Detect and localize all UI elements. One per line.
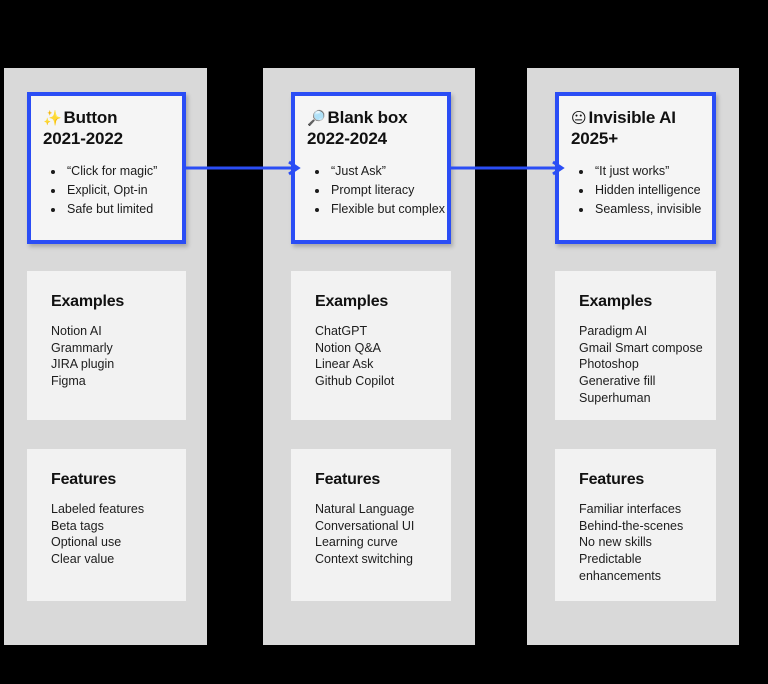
list-item: “Just Ask” xyxy=(329,162,447,181)
list-item: Flexible but complex xyxy=(329,200,447,219)
header-card-button-era[interactable]: ✨Button 2021-2022 “Click for magic” Expl… xyxy=(27,92,186,244)
list-item: Hidden intelligence xyxy=(593,181,712,200)
features-heading: Features xyxy=(51,471,117,488)
neutral-face-emoji: 😐 xyxy=(571,110,587,127)
list-item: Clear value xyxy=(51,551,115,566)
header-card-invisible-ai-era[interactable]: 😐Invisible AI 2025+ “It just works” Hidd… xyxy=(555,92,716,244)
list-item: Explicit, Opt-in xyxy=(65,181,182,200)
list-item: Prompt literacy xyxy=(329,181,447,200)
card-bullet-list: “Just Ask” Prompt literacy Flexible but … xyxy=(295,162,447,219)
column-invisible-ai-era: 😐Invisible AI 2025+ “It just works” Hidd… xyxy=(527,68,739,645)
examples-heading: Examples xyxy=(579,293,653,310)
features-list: Familiar interfaces Behind-the-scenes No… xyxy=(555,489,716,584)
list-item: Notion Q&A xyxy=(315,340,382,355)
list-item: Paradigm AI xyxy=(579,324,648,338)
column-button-era: ✨Button 2021-2022 “Click for magic” Expl… xyxy=(4,68,207,645)
features-card-blank-box-era[interactable]: Features Natural Language Conversational… xyxy=(291,449,451,601)
features-heading: Features xyxy=(315,471,381,488)
list-item: Superhuman xyxy=(579,390,651,405)
card-bullet-list: “It just works” Hidden intelligence Seam… xyxy=(559,162,712,219)
list-item: No new skills xyxy=(579,535,652,550)
examples-card-blank-box-era[interactable]: Examples ChatGPT Notion Q&A Linear Ask G… xyxy=(291,271,451,420)
card-title-invisible-ai-era: 😐Invisible AI 2025+ xyxy=(559,96,712,149)
list-item: Github Copilot xyxy=(315,373,395,388)
card-title-text: Blank box xyxy=(327,108,408,127)
card-years-text: 2021-2022 xyxy=(43,128,123,148)
list-item: Generative fill xyxy=(579,373,656,388)
features-list: Labeled features Beta tags Optional use … xyxy=(27,489,186,568)
list-item: Grammarly xyxy=(51,340,113,355)
examples-card-invisible-ai-era[interactable]: Examples Paradigm AI Gmail Smart compose… xyxy=(555,271,716,420)
card-title-text: Button xyxy=(63,108,118,127)
list-item: Optional use xyxy=(51,535,122,550)
card-title-button-era: ✨Button 2021-2022 xyxy=(31,96,182,149)
list-item: Notion AI xyxy=(51,324,102,338)
list-item: Familiar interfaces xyxy=(579,502,682,516)
list-item: JIRA plugin xyxy=(51,357,115,372)
list-item: Conversational UI xyxy=(315,518,415,533)
examples-heading: Examples xyxy=(315,293,389,310)
features-list: Natural Language Conversational UI Learn… xyxy=(291,489,451,568)
card-title-text: Invisible AI xyxy=(588,108,676,127)
list-item: Context switching xyxy=(315,551,413,566)
sparkles-emoji: ✨ xyxy=(43,110,62,127)
list-item: Natural Language xyxy=(315,502,415,516)
card-years-text: 2022-2024 xyxy=(307,128,387,148)
examples-heading: Examples xyxy=(51,293,125,310)
examples-list: Paradigm AI Gmail Smart compose Photosho… xyxy=(555,311,716,406)
magnifying-glass-emoji: 🔎 xyxy=(307,110,326,127)
examples-list: ChatGPT Notion Q&A Linear Ask Github Cop… xyxy=(291,311,451,390)
list-item: Learning curve xyxy=(315,535,398,550)
list-item: Gmail Smart compose xyxy=(579,340,703,355)
list-item: Behind-the-scenes xyxy=(579,518,684,533)
list-item: Predictable enhancements xyxy=(579,551,662,583)
features-heading: Features xyxy=(579,471,645,488)
list-item: “Click for magic” xyxy=(65,162,182,181)
header-card-blank-box-era[interactable]: 🔎Blank box 2022-2024 “Just Ask” Prompt l… xyxy=(291,92,451,244)
list-item: Linear Ask xyxy=(315,357,374,372)
examples-card-button-era[interactable]: Examples Notion AI Grammarly JIRA plugin… xyxy=(27,271,186,420)
card-years-text: 2025+ xyxy=(571,128,618,148)
column-blank-box-era: 🔎Blank box 2022-2024 “Just Ask” Prompt l… xyxy=(263,68,475,645)
list-item: “It just works” xyxy=(593,162,712,181)
list-item: Safe but limited xyxy=(65,200,182,219)
card-title-blank-box-era: 🔎Blank box 2022-2024 xyxy=(295,96,447,149)
card-bullet-list: “Click for magic” Explicit, Opt-in Safe … xyxy=(31,162,182,219)
features-card-button-era[interactable]: Features Labeled features Beta tags Opti… xyxy=(27,449,186,601)
list-item: Labeled features xyxy=(51,502,145,516)
examples-list: Notion AI Grammarly JIRA plugin Figma xyxy=(27,311,186,390)
list-item: ChatGPT xyxy=(315,324,368,338)
list-item: Beta tags xyxy=(51,518,104,533)
features-card-invisible-ai-era[interactable]: Features Familiar interfaces Behind-the-… xyxy=(555,449,716,601)
list-item: Figma xyxy=(51,373,86,388)
list-item: Photoshop xyxy=(579,357,639,372)
list-item: Seamless, invisible xyxy=(593,200,712,219)
